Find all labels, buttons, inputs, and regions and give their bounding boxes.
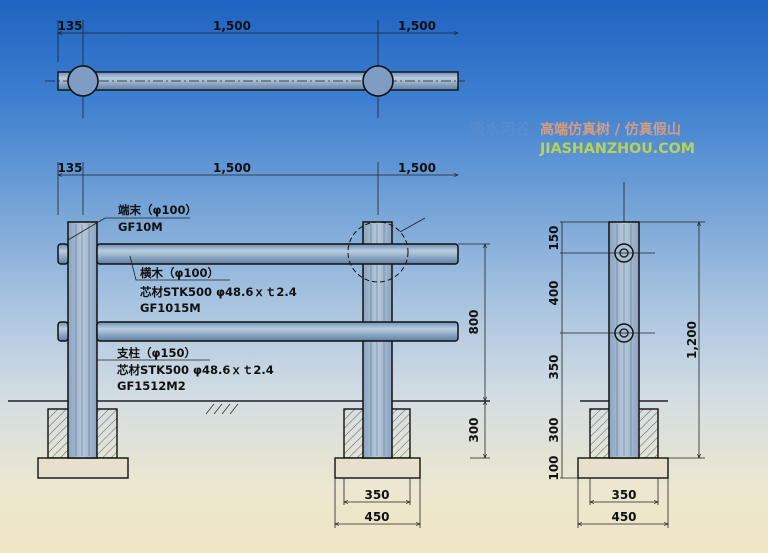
watermark-brand: 淡水河谷: [470, 120, 531, 138]
side-dim-350-bottom: 350: [611, 488, 636, 502]
side-dim-100: 100: [547, 455, 561, 480]
front-dim-300: 300: [467, 417, 481, 442]
gravel-base-left: [37, 457, 129, 479]
plan-dim-135: 135: [57, 19, 82, 33]
front-dim-1500-a: 1,500: [213, 161, 251, 175]
post-code: GF1512M2: [117, 379, 186, 393]
front-elevation: 135 1,500 1,500 端末（φ100） GF10M 横木（φ100） …: [8, 161, 490, 528]
front-dim-1500-b: 1,500: [398, 161, 436, 175]
detail-circle: [347, 221, 409, 283]
side-dim-300: 300: [547, 417, 561, 442]
watermark: 淡水河谷 高端仿真树 / 仿真假山 JIASHANZHOU.COM: [470, 120, 695, 157]
top-rail: [96, 243, 459, 265]
ground-hatch-symbol: [205, 403, 239, 415]
front-dim-135: 135: [57, 161, 82, 175]
watermark-tagline: 高端仿真树 / 仿真假山: [540, 121, 681, 138]
end-cap-title: 端末（φ100）: [118, 203, 197, 217]
side-gravel-base: [577, 457, 669, 479]
front-dim-350: 350: [364, 488, 389, 502]
plan-dim-1500-b: 1,500: [398, 19, 436, 33]
plan-view: 135 1,500 1,500: [45, 19, 465, 118]
side-elevation: 150 400 350 300 100 1,200 350 450: [547, 182, 705, 528]
gravel-base-right: [334, 457, 421, 479]
side-dim-350: 350: [547, 354, 561, 379]
plan-post-left: [67, 65, 99, 97]
rail-title: 横木（φ100）: [140, 266, 219, 280]
lower-rail: [96, 321, 459, 342]
side-dim-1200: 1,200: [685, 321, 699, 359]
side-dim-150: 150: [547, 225, 561, 250]
front-dim-800: 800: [467, 309, 481, 334]
lower-rail-end-cap: [57, 321, 69, 342]
rail-code: GF1015M: [140, 301, 201, 315]
plan-dim-1500-a: 1,500: [213, 19, 251, 33]
post-title: 支柱（φ150）: [116, 346, 196, 360]
front-dim-450: 450: [364, 510, 389, 524]
end-cap-code: GF10M: [118, 220, 163, 234]
post-core-spec: 芯材STK500 φ48.6ｘｔ2.4: [117, 363, 274, 377]
post-left: [67, 221, 98, 459]
side-dim-450-bottom: 450: [611, 510, 636, 524]
side-dim-400: 400: [547, 280, 561, 305]
plan-post-right: [362, 65, 394, 97]
top-rail-end-cap: [57, 243, 69, 265]
rail-core-spec: 芯材STK500 φ48.6ｘｔ2.4: [140, 285, 297, 299]
watermark-site: JIASHANZHOU.COM: [539, 141, 695, 157]
